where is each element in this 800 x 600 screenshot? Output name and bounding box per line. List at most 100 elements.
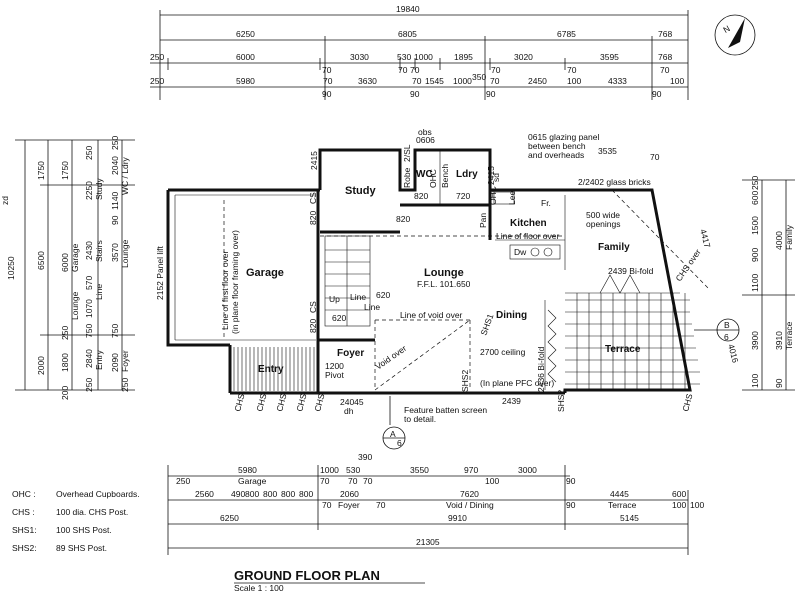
dim-top-3630: 3630 xyxy=(358,76,377,86)
room-terrace: Terrace xyxy=(605,344,641,355)
dim-bot-2060: 2060 xyxy=(340,489,359,499)
lounge-ffl: F.F.L. 101.650 xyxy=(417,279,471,289)
note-ohc: OHC xyxy=(428,169,438,188)
dim-left-2040: 2040 xyxy=(110,156,120,175)
dim-left-200: 200 xyxy=(60,386,70,400)
dim-right-100: 100 xyxy=(750,374,760,388)
note-chs-1: CHS xyxy=(232,392,246,412)
dim-top-90a: 90 xyxy=(322,89,332,99)
room-ldry: Ldry xyxy=(456,169,478,180)
note-pfc: (In plane PFC over) xyxy=(480,378,554,388)
dim-right-3900: 3900 xyxy=(750,331,760,350)
dim-bot-390: 390 xyxy=(358,452,372,462)
legend-shs2: SHS2:89 SHS Post. xyxy=(12,543,107,553)
note-chs-2: CHS xyxy=(254,392,268,412)
dim-left-2000: 2000 xyxy=(36,356,46,375)
dim-bot-100c: 100 xyxy=(672,500,686,510)
dim-right-90: 90 xyxy=(774,378,784,388)
dim-left-label-garage: Garage xyxy=(70,243,80,272)
dim-top-90c: 90 xyxy=(486,89,496,99)
section-marker-b: B 6 xyxy=(694,318,740,342)
dim-top-3020: 3020 xyxy=(514,52,533,62)
dim-bot-970: 970 xyxy=(464,465,478,475)
dim-top-768a: 768 xyxy=(658,29,672,39)
note-820-2: 820 xyxy=(396,214,410,224)
legend-shs1: SHS1:100 SHS Post. xyxy=(12,525,112,535)
note-2415-2: 2415 xyxy=(486,166,496,185)
dim-bot-label-foyer: Foyer xyxy=(338,500,360,510)
note-chs-5: CHS xyxy=(312,392,326,412)
note-laundry-label: Lee xyxy=(507,191,517,205)
note-2415-1: 2415 xyxy=(309,151,319,170)
note-glazing-dim: 3535 xyxy=(598,146,617,156)
dim-left-6000: 6000 xyxy=(60,253,70,272)
note-glazing-3: and overheads xyxy=(528,150,584,160)
dim-bot-4445: 4445 xyxy=(610,489,629,499)
dim-diag-4417: 4417 xyxy=(698,228,713,249)
note-sd: sd xyxy=(491,173,501,182)
note-panel-lift: 2152 Panel lift xyxy=(155,245,165,300)
dim-top-100b: 100 xyxy=(670,76,684,86)
building-outline xyxy=(166,148,711,395)
note-chs-3: CHS xyxy=(274,392,288,412)
dim-bot-70b: 70 xyxy=(348,476,358,486)
note-void-line: Line of void over xyxy=(400,310,463,320)
dim-bot-800d: 800 xyxy=(299,489,313,499)
note-2439: 2439 xyxy=(502,396,521,406)
dim-left-6500: 6500 xyxy=(36,251,46,270)
dim-top-70b: 70 xyxy=(398,65,408,75)
dim-right-label-family: Family xyxy=(784,224,794,250)
section-marker-a: A 6 xyxy=(382,396,406,450)
dim-top-70i: 70 xyxy=(490,76,500,86)
dim-top-1000b: 1000 xyxy=(453,76,472,86)
bottom-dimensions: 250 5980 Garage 1000 530 390 3550 970 30… xyxy=(167,452,704,555)
note-bifold-side: 2436 Bi-fold xyxy=(536,346,546,392)
dim-left-250d: 250 xyxy=(110,136,120,150)
note-820-1: 820 xyxy=(308,211,318,225)
dim-top-250a: 250 xyxy=(150,52,164,62)
dim-top-4333: 4333 xyxy=(608,76,627,86)
note-bench: Bench xyxy=(440,164,450,188)
note-glazing-1: 0615 glazing panel xyxy=(528,132,599,142)
dim-top-530: 530 xyxy=(397,52,411,62)
dim-left-label-line: Line xyxy=(94,284,104,300)
dim-left-250a: 250 xyxy=(60,326,70,340)
dim-left-250e: 250 xyxy=(120,378,130,392)
note-batten-1: Feature batten screen xyxy=(404,405,487,415)
dim-top-70d: 70 xyxy=(491,65,501,75)
room-entry: Entry xyxy=(258,364,284,375)
note-shs2-b: SHS2 xyxy=(460,370,470,392)
dim-left-10250: 10250 xyxy=(6,256,16,280)
north-label: N xyxy=(721,23,731,35)
legend-key: SHS1: xyxy=(12,525,37,535)
dim-right-label-terrace: Terrace xyxy=(784,321,794,350)
dim-bot-label-garage: Garage xyxy=(238,476,267,486)
note-fr: Fr. xyxy=(541,198,551,208)
north-arrow: N xyxy=(714,14,756,56)
note-glass-bricks: 2/2402 glass bricks xyxy=(578,177,651,187)
section-a-num: 6 xyxy=(397,438,402,448)
note-620-2: 620 xyxy=(332,313,346,323)
dim-left-label-foyer: Foyer xyxy=(120,350,130,372)
legend-key: OHC : xyxy=(12,489,36,499)
legend-ohc: OHC :Overhead Cupboards. xyxy=(12,489,140,499)
dim-left-1070: 1070 xyxy=(84,299,94,318)
dim-top-1545: 1545 xyxy=(425,76,444,86)
dim-bot-5980: 5980 xyxy=(238,465,257,475)
dim-diag-4016: 4016 xyxy=(726,343,741,364)
dim-left-label-wc: WC / Ldry xyxy=(120,156,130,195)
note-bifold-top: 2439 Bi-fold xyxy=(608,266,654,276)
legend-key: CHS : xyxy=(12,507,35,517)
dim-top-768b: 768 xyxy=(658,52,672,62)
dim-top-6805: 6805 xyxy=(398,29,417,39)
plan-scale: Scale 1 : 100 xyxy=(234,583,284,593)
dim-top-1000a: 1000 xyxy=(414,52,433,62)
dim-bot-1000: 1000 xyxy=(320,465,339,475)
dim-bot-70a: 70 xyxy=(320,476,330,486)
note-void-over: Void over xyxy=(373,343,408,372)
dim-bot-70d: 70 xyxy=(322,500,332,510)
room-lounge: Lounge xyxy=(424,267,464,279)
dim-left-2090: 2090 xyxy=(110,353,120,372)
dim-top-6785: 6785 xyxy=(557,29,576,39)
dim-left-zd: zd xyxy=(0,196,10,205)
